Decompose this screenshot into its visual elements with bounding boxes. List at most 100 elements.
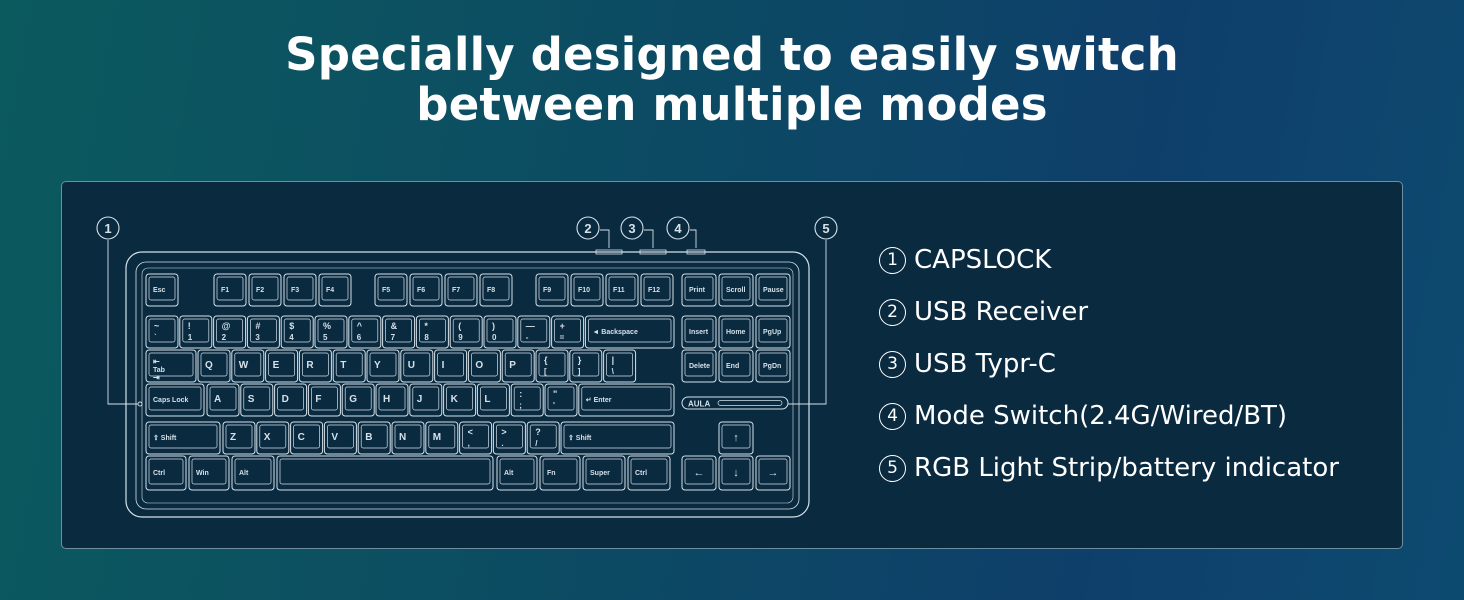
key-bracket: {[ — [535, 349, 569, 383]
key-number-row: (9 — [449, 315, 483, 349]
key-letter: C — [290, 421, 324, 455]
key-label: Delete — [689, 363, 710, 370]
aula-logo: AULA — [688, 400, 710, 409]
key-label-bottom: = — [560, 333, 565, 342]
key-label-bottom: ` — [154, 333, 157, 342]
key-label: V — [331, 432, 338, 443]
key-right-shift: ⇧ Shift — [560, 421, 675, 455]
key-letter: F — [307, 383, 341, 417]
key-label: F8 — [487, 287, 495, 294]
key-modifier: Win — [188, 455, 230, 491]
key-arrow-up: ↑ — [718, 421, 754, 455]
key-label-bottom: 9 — [458, 333, 463, 342]
key-label-top: ? — [535, 427, 541, 437]
key-label-top: } — [578, 355, 582, 365]
key-f7: F7 — [444, 273, 478, 307]
key-letter: M — [425, 421, 459, 455]
key-label: F10 — [578, 287, 590, 294]
callout-number: 4 — [674, 221, 682, 236]
key-number-row: ^6 — [348, 315, 382, 349]
tab-arrow-icon: ⇥ — [153, 373, 160, 382]
key-label: F1 — [221, 287, 229, 294]
key-letter: L — [476, 383, 510, 417]
key-label: R — [306, 360, 314, 371]
callout-5: 5 — [788, 216, 838, 405]
keyboard-case-outer — [125, 251, 810, 518]
key-label: Ctrl — [635, 470, 647, 477]
key-delete: Delete — [681, 349, 717, 383]
keyboard-case-inner — [135, 261, 800, 510]
key-letter: I — [434, 349, 468, 383]
key-label: Q — [205, 360, 213, 371]
key-label-top: ) — [492, 321, 495, 331]
key-letter: X — [256, 421, 290, 455]
key-label-top: # — [255, 321, 260, 331]
key-scroll: Scroll — [718, 273, 754, 307]
key-letter: W — [231, 349, 265, 383]
key-label: J — [417, 394, 423, 405]
key-label-bottom: . — [501, 439, 503, 448]
key-label: Z — [230, 432, 236, 443]
key-letter: B — [357, 421, 391, 455]
key-letter: E — [265, 349, 299, 383]
key-letter: G — [341, 383, 375, 417]
keyboard-plate — [141, 267, 794, 504]
key-label-bottom: 6 — [357, 333, 362, 342]
legend-text: USB Receiver — [914, 297, 1089, 327]
key-label: F4 — [326, 287, 334, 294]
legend-number: 4 — [879, 402, 906, 430]
key-label: P — [509, 360, 516, 371]
key-label: B — [365, 432, 372, 443]
legend-text: USB Typr-C — [914, 349, 1056, 379]
key-label-top: $ — [289, 321, 294, 331]
capslock-indicator-led — [137, 401, 143, 407]
legend-text: RGB Light Strip/battery indicator — [914, 453, 1339, 483]
headline-line-2: between multiple modes — [416, 78, 1048, 131]
key-punctuation: "' — [544, 383, 578, 417]
key-label: Esc — [153, 287, 166, 294]
key-label: F5 — [382, 287, 390, 294]
key-label: D — [282, 394, 289, 405]
key-label-top: " — [553, 389, 557, 399]
key-label: Super — [590, 470, 610, 477]
key-label: O — [475, 360, 483, 371]
key-label: F — [315, 394, 321, 405]
key-f9: F9 — [535, 273, 569, 307]
key-label: Home — [726, 329, 746, 336]
key-f6: F6 — [409, 273, 443, 307]
key-label-top: > — [501, 427, 506, 437]
key-label: Fn — [547, 470, 556, 477]
key-label: ◄ Backspace — [592, 329, 638, 336]
arrow-right-icon: → — [768, 467, 779, 479]
key-label-bottom: 2 — [222, 333, 227, 342]
key-f11: F11 — [605, 273, 639, 307]
key-caps-lock: Caps Lock — [145, 383, 205, 417]
key-label-top: ! — [188, 321, 191, 331]
key-pause: Pause — [755, 273, 791, 307]
key-bracket: |\ — [603, 349, 637, 383]
key-label-top: — — [526, 321, 535, 331]
callout-number: 2 — [584, 221, 591, 236]
key-f8: F8 — [479, 273, 513, 307]
key-label: X — [264, 432, 271, 443]
key-bracket: }] — [569, 349, 603, 383]
key-enter: ↵ Enter — [578, 383, 675, 417]
key-label: F9 — [543, 287, 551, 294]
key-label-bottom: / — [535, 439, 538, 448]
legend-number: 3 — [879, 350, 906, 378]
key-label-top: & — [391, 321, 398, 331]
key-modifier: Fn — [539, 455, 581, 491]
key-label: E — [273, 360, 280, 371]
key-label-bottom: 5 — [323, 333, 328, 342]
key-pgdn: PgDn — [755, 349, 791, 383]
key-label: G — [349, 394, 357, 405]
key-tab: ⇤Tab⇥ — [145, 349, 197, 383]
key-pgup: PgUp — [755, 315, 791, 349]
key-f2: F2 — [248, 273, 282, 307]
key-label: U — [408, 360, 415, 371]
key-letter: N — [391, 421, 425, 455]
key-number-row: &7 — [382, 315, 416, 349]
key-letter: U — [400, 349, 434, 383]
